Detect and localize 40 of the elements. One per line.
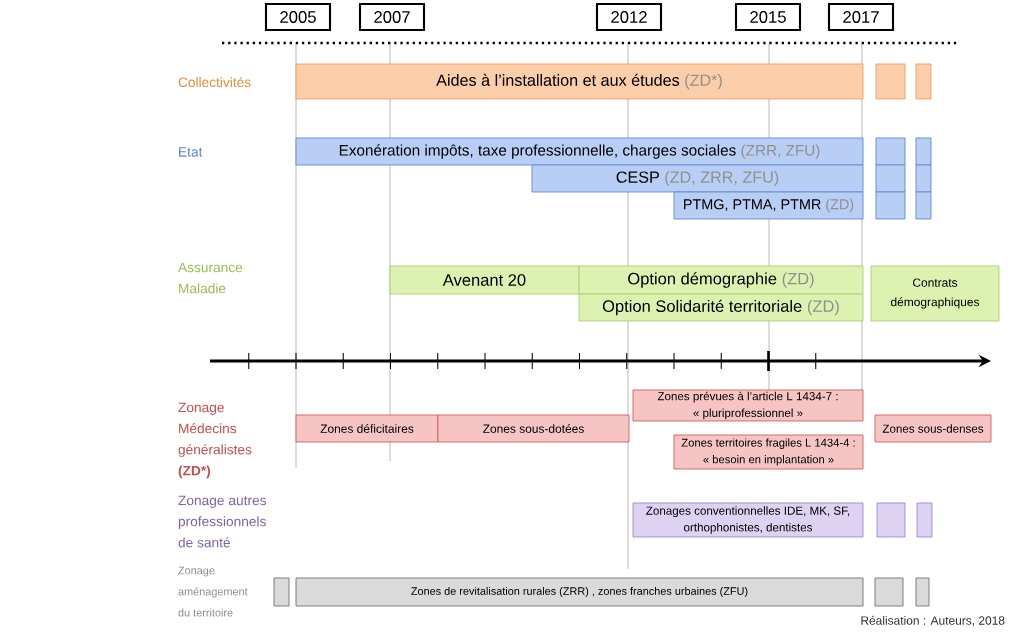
- credit-note: Réalisation : Auteurs, 2018: [861, 615, 1005, 627]
- period-bar: Zones prévues à l’article L 1434-7 : « pluriprofessionnel »: [632, 389, 864, 422]
- period-bar: Exonération impôts, taxe professionnelle, charges sociales (ZRR, ZFU): [295, 137, 864, 166]
- row-label: Collectivités: [178, 76, 251, 88]
- bar-segment: [875, 191, 906, 220]
- bar-segment: [915, 137, 932, 166]
- period-bar: Avenant 20: [389, 265, 580, 295]
- bar-segment: [915, 63, 932, 100]
- row-label: Zonage aménagement du territoire: [178, 566, 248, 617]
- bar-segment: [916, 502, 933, 538]
- year-box: 2017: [827, 2, 895, 32]
- period-bar: Zones sous-denses: [874, 414, 992, 443]
- year-box: 2015: [734, 2, 802, 32]
- period-bar: PTMG, PTMA, PTMR (ZD): [673, 191, 864, 220]
- year-box: 2005: [264, 2, 332, 32]
- bar-segment: [876, 502, 906, 538]
- period-bar: Option Solidarité territoriale (ZD): [578, 293, 864, 322]
- bar-segment: [273, 577, 290, 607]
- row-label: Etat: [179, 147, 203, 157]
- period-bar: Zones sous-dotées: [437, 414, 630, 443]
- row-label: Zonage autres professionnels de santé: [178, 495, 267, 548]
- bar-segment: [875, 137, 906, 166]
- period-bar: Zonages conventionnelles IDE, MK, SF, orthophonistes, dentistes: [632, 502, 864, 538]
- period-bar: Aides à l’installation et aux études (ZD*): [295, 63, 864, 100]
- period-bar: Zones de revitalisation rurales (ZRR) , zones franches urbaines (ZFU): [295, 577, 864, 607]
- period-bar: CESP (ZD, ZRR, ZFU): [531, 164, 864, 193]
- row-label: Assurance Maladie: [178, 262, 243, 294]
- bar-segment: [915, 577, 930, 607]
- period-bar: Zones territoires fragiles L 1434-4 : « besoin en implantation »: [673, 434, 864, 470]
- bar-segment: [915, 164, 932, 193]
- row-label: Zonage Médecins généralistes (ZD*): [178, 402, 252, 479]
- bar-segment: [875, 63, 906, 100]
- bar-segment: [875, 164, 906, 193]
- year-box: 2007: [358, 2, 426, 32]
- period-bar: Zones déficitaires: [295, 414, 439, 443]
- year-box: 2012: [595, 2, 663, 32]
- bar-segment: [874, 577, 904, 607]
- period-bar: Contrats démographiques: [870, 265, 1000, 322]
- period-bar: Option démographie (ZD): [578, 265, 864, 295]
- bar-segment: [915, 191, 932, 220]
